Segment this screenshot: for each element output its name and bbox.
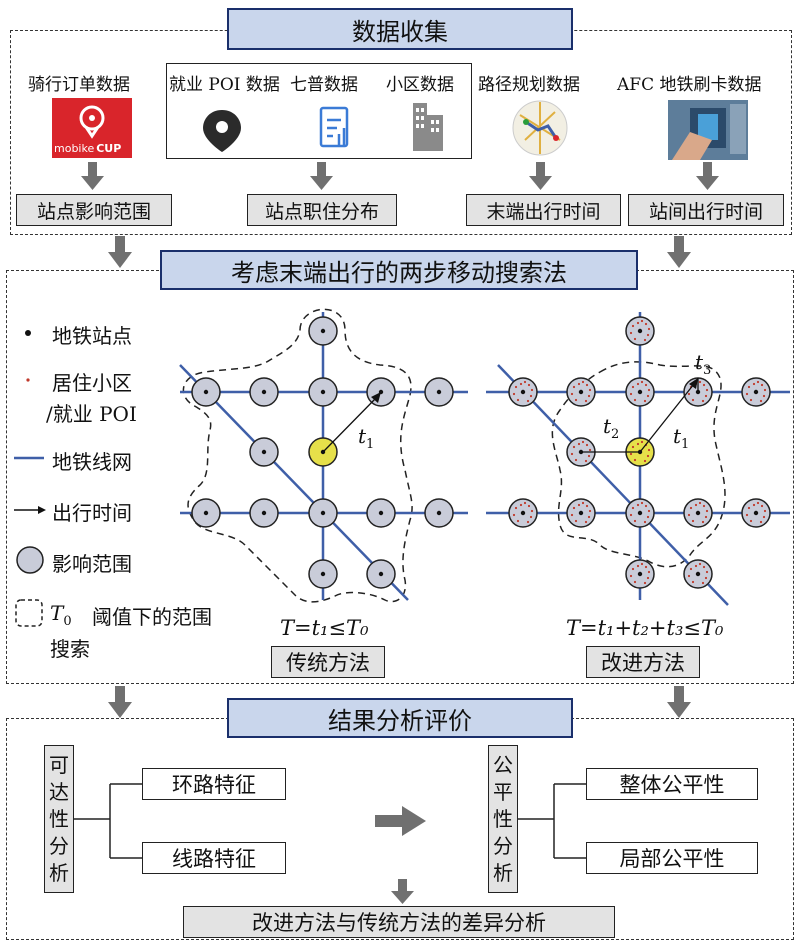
source-afc: AFC 地铁刷卡数据 xyxy=(617,75,762,95)
legend-label-t0: T0 xyxy=(50,601,72,629)
output-last-mile-time: 末端出行时间 xyxy=(466,194,621,226)
improved-travel-arrow xyxy=(581,378,699,453)
method-traditional-label: 传统方法 xyxy=(271,646,385,678)
traditional-travel-arrow xyxy=(322,392,381,453)
difference-analysis: 改进方法与传统方法的差异分析 xyxy=(183,906,615,938)
section-title-two-step-method: 考虑末端出行的两步移动搜索法 xyxy=(160,250,638,290)
legend-label-community: 居住小区 xyxy=(52,371,132,395)
section-title-results-analysis: 结果分析评价 xyxy=(227,698,573,738)
legend-label-poi: /就业 POI xyxy=(46,402,137,426)
legend-label-influence-range: 影响范围 xyxy=(52,552,132,576)
legend-label-threshold: 阈值下的范围 xyxy=(92,605,212,629)
improved-poi-dots xyxy=(512,319,767,585)
source-group-box xyxy=(166,63,472,159)
source-poi: 就业 POI 数据 xyxy=(169,75,280,95)
output-station-job-housing: 站点职住分布 xyxy=(247,194,397,226)
output-station-range: 站点影响范围 xyxy=(16,194,172,226)
improved-network xyxy=(486,312,790,606)
improved-search-range xyxy=(551,361,726,568)
item-ring-features: 环路特征 xyxy=(142,768,286,800)
label-t3-right: t3 xyxy=(695,350,712,378)
formula-improved: T=t₁+t₂+t₃≤T₀ xyxy=(566,616,724,640)
legend-label-station: 地铁站点 xyxy=(52,324,132,348)
item-local-equity: 局部公平性 xyxy=(586,842,758,874)
output-inter-station-time: 站间出行时间 xyxy=(628,194,784,226)
label-t2-right: t2 xyxy=(603,414,620,442)
mobike-logo-icon xyxy=(79,105,105,139)
formula-traditional: T=t₁≤T₀ xyxy=(280,616,369,640)
label-t1-left: t1 xyxy=(358,424,375,452)
traditional-search-range xyxy=(182,308,413,603)
source-census: 七普数据 xyxy=(290,75,358,95)
source-route: 路径规划数据 xyxy=(478,75,580,95)
source-ride-order: 骑行订单数据 xyxy=(28,75,130,95)
method-improved-label: 改进方法 xyxy=(586,646,700,678)
source-community: 小区数据 xyxy=(386,75,454,95)
legend-label-search: 搜索 xyxy=(50,637,90,661)
item-overall-equity: 整体公平性 xyxy=(586,768,758,800)
label-t1-right: t1 xyxy=(673,424,690,452)
section-title-data-collection: 数据收集 xyxy=(227,8,573,50)
legend-label-metro-network: 地铁线网 xyxy=(52,450,132,474)
item-line-features: 线路特征 xyxy=(142,842,286,874)
group-accessibility-analysis: 可达性分析 xyxy=(44,745,74,893)
legend-label-travel-time: 出行时间 xyxy=(52,501,132,525)
traditional-network xyxy=(179,308,468,603)
group-equity-analysis: 公平性分析 xyxy=(488,745,518,893)
